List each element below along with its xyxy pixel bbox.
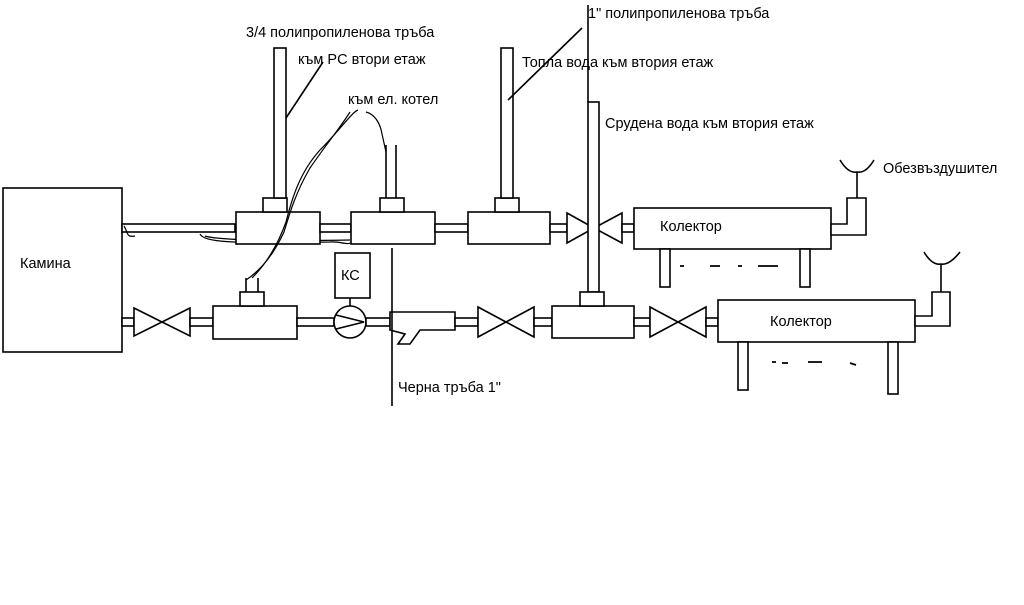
pipe-1-label: 1" полипропиленова тръба	[588, 6, 770, 22]
cold-water-label: Срудена вода към втория етаж	[605, 116, 814, 132]
air-vent-label: Обезвъздушител	[883, 161, 997, 177]
hot-water-label: Топла вода към втория етаж	[522, 55, 714, 71]
black-pipe-label: Черна тръба 1"	[398, 380, 501, 396]
supply-line	[121, 47, 635, 245]
fireplace-label: Камина	[20, 256, 72, 272]
to-pc-label: към PC втори етаж	[298, 52, 426, 68]
kc-label: КС	[341, 268, 360, 284]
return-line: КС	[121, 252, 719, 345]
collector-top-label: Колектор	[660, 219, 722, 235]
pipe-34-label: 3/4 полипропиленова тръба	[246, 25, 435, 41]
fireplace: Камина	[2, 187, 123, 353]
collector-bottom-label: Колектор	[770, 314, 832, 330]
collector-top: Колектор	[633, 159, 875, 288]
leader-lines	[245, 5, 589, 406]
collector-bottom: Колектор	[717, 251, 961, 395]
cold-water-riser	[587, 101, 600, 293]
to-boiler-label: към ел. котел	[348, 92, 438, 108]
